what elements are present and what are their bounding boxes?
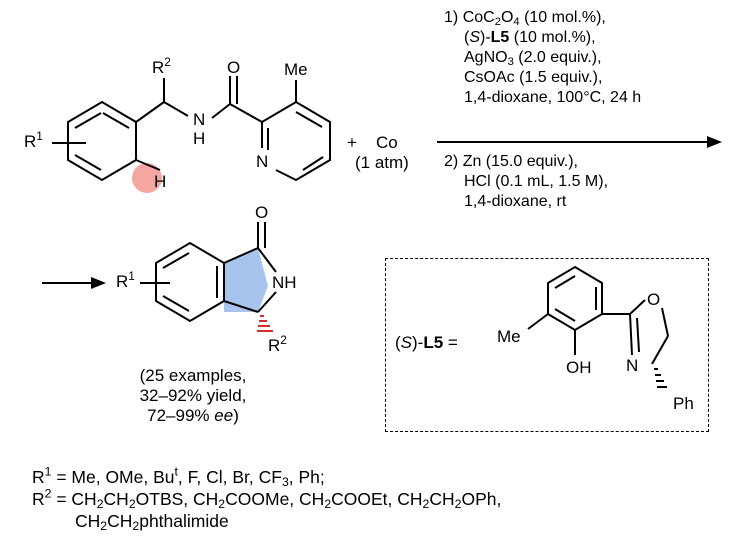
- reactant-me-label: Me: [284, 60, 308, 79]
- ligand-oxazoline-n: N: [626, 356, 639, 375]
- ligand-l5-label: (S)-L5 =: [395, 333, 458, 352]
- substituent-legend: R1 = Me, OMe, But, F, Cl, Br, CF3, Ph; R…: [32, 464, 502, 534]
- plus-sign: +: [347, 133, 357, 152]
- r1-definition: R1 = Me, OMe, But, F, Cl, Br, CF3, Ph;: [32, 464, 325, 490]
- ligand-oh-label: OH: [566, 358, 592, 377]
- reactant-r1-label: R1: [24, 128, 43, 151]
- product-ring-highlight: [224, 248, 268, 312]
- pyridine-n-label: N: [256, 152, 269, 171]
- step1-base: CsOAc (1.5 equiv.),: [464, 69, 603, 86]
- ch-bond-highlight: [132, 163, 162, 193]
- r2-definition: R2 = CH2CH2OTBS, CH2COOMe, CH2COOEt, CH2…: [32, 486, 502, 512]
- step1-catalyst: 1) CoC2O4 (10 mol.%),: [444, 9, 606, 28]
- product-carbonyl-o: O: [255, 203, 269, 222]
- step2-solvent: 1,4-dioxane, rt: [464, 193, 567, 210]
- examples-count: (25 examples,: [139, 366, 247, 385]
- product-nh-label: NH: [272, 273, 297, 292]
- reaction-arrow: [437, 136, 722, 148]
- ligand-l5-structure: [527, 265, 669, 365]
- r2-definition-cont: CH2CH2phthalimide: [75, 511, 229, 534]
- ortho-h-label: H: [154, 172, 167, 191]
- continuation-arrow: [42, 277, 106, 289]
- amide-h-label: H: [193, 129, 206, 148]
- step1-oxidant: AgNO3 (2.0 equiv.),: [464, 49, 602, 68]
- ligand-me-label: Me: [497, 327, 521, 346]
- product-structure: [140, 222, 277, 323]
- step1-solvent: 1,4-dioxane, 100°C, 24 h: [464, 89, 642, 106]
- ligand-ph-hash-bond: [654, 368, 667, 388]
- co-reagent: Co: [376, 133, 398, 152]
- product-scope-summary: (25 examples, 32–92% yield, 72–99% ee): [118, 366, 268, 426]
- ligand-oxazoline-o: O: [647, 290, 661, 309]
- step1-ligand: (S)-L5 (10 mol.%),: [464, 29, 596, 46]
- yield-range: 32–92% yield,: [139, 386, 247, 405]
- amide-n-label: N: [193, 110, 206, 129]
- product-r1-label: R1: [116, 268, 135, 291]
- conditions-step2: 2) Zn (15.0 equiv.), HCl (0.1 mL, 1.5 M)…: [444, 152, 608, 212]
- step2-reductant: 2) Zn (15.0 equiv.),: [444, 153, 578, 170]
- ee-range: 72–99% ee): [147, 406, 239, 425]
- ligand-definition-box: [385, 258, 709, 432]
- conditions-step1: 1) CoC2O4 (10 mol.%), (S)-L5 (10 mol.%),…: [444, 8, 641, 108]
- reactant-benzene-ring: [52, 76, 263, 182]
- co-pressure: (1 atm): [355, 153, 409, 172]
- reactant-carbonyl-o: O: [227, 58, 241, 77]
- ligand-ph-label: Ph: [673, 394, 694, 413]
- reactant-r2-label: R2: [152, 54, 171, 77]
- step2-acid: HCl (0.1 mL, 1.5 M),: [464, 173, 609, 190]
- pyridine-ring: [261, 80, 331, 182]
- product-r2-label: R2: [268, 332, 287, 355]
- new-stereocenter-bond: [257, 315, 273, 332]
